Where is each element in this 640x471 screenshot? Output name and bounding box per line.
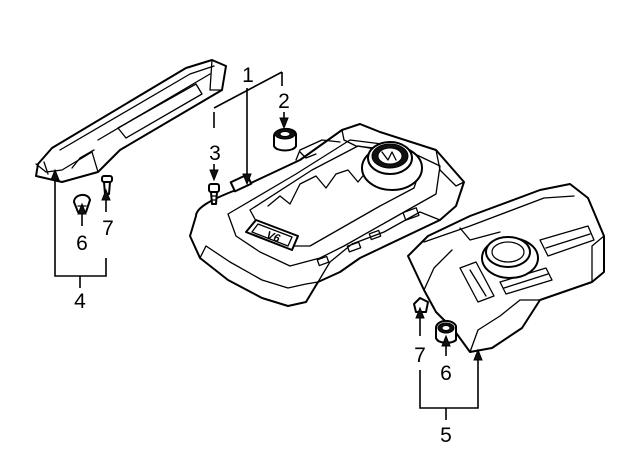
leader-arrowheads: [50, 117, 483, 361]
v6-badge-text: V6: [265, 229, 283, 245]
callout-7-left: 7: [102, 217, 114, 240]
leader-lines: [54, 71, 479, 420]
clip-pin-left: [101, 175, 113, 195]
callout-labels: 1 2 3 6 7 4 7 6 5: [74, 64, 452, 447]
upper-trim-cover: [35, 59, 227, 183]
callout-7-right: 7: [414, 344, 426, 367]
mounting-stud: [208, 183, 220, 205]
callout-3: 3: [209, 142, 221, 165]
v6-badge: V6: [245, 219, 299, 251]
oil-cap-center: [361, 141, 423, 191]
callout-5: 5: [440, 424, 452, 447]
insulator-grommet: [273, 128, 297, 152]
clip-pin-right: [413, 297, 429, 313]
oil-cap-right: [481, 236, 539, 279]
callout-1: 1: [242, 64, 254, 87]
callout-6-left: 6: [76, 232, 88, 255]
callout-6-right: 6: [440, 362, 452, 385]
callout-4: 4: [74, 290, 86, 313]
grommet-right: [435, 320, 457, 344]
callout-2: 2: [278, 90, 290, 113]
